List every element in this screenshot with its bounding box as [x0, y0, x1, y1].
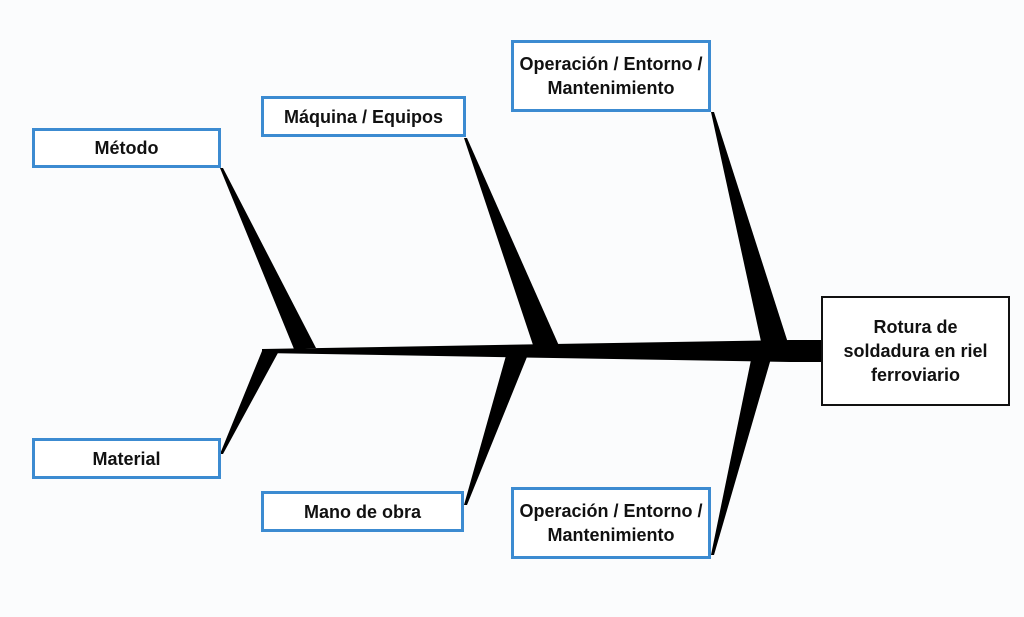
effect-label: Rotura de soldadura en riel ferroviario — [843, 317, 988, 385]
bone-operacion-top — [711, 112, 789, 346]
effect-box: Rotura de soldadura en riel ferroviario — [821, 296, 1010, 406]
cause-box-maquina-equipos: Máquina / Equipos — [261, 96, 466, 137]
cause-label-metodo: Método — [94, 138, 159, 158]
bone-material — [220, 351, 279, 454]
main-spine — [262, 340, 823, 362]
cause-label-mano-de-obra: Mano de obra — [303, 501, 421, 522]
cause-box-operacion-top: Operación / Entorno / Mantenimiento — [511, 40, 711, 112]
bone-operacion-bottom — [711, 355, 772, 555]
bone-metodo — [220, 168, 316, 349]
bone-mano-de-obra — [464, 352, 529, 505]
cause-box-operacion-bottom: Operación / Entorno / Mantenimiento — [511, 487, 711, 559]
cause-label-maquina-equipos: Máquina / Equipos — [283, 106, 443, 127]
cause-box-metodo: Método — [32, 128, 221, 168]
cause-box-material: Material — [32, 438, 221, 479]
cause-label-material: Material — [92, 448, 161, 469]
bone-maquina — [464, 138, 560, 348]
cause-label-operacion-bottom: Operación / Entorno / Mantenimiento — [519, 501, 703, 545]
cause-label-operacion-top: Operación / Entorno / Mantenimiento — [519, 54, 703, 98]
cause-box-mano-de-obra: Mano de obra — [261, 491, 464, 532]
